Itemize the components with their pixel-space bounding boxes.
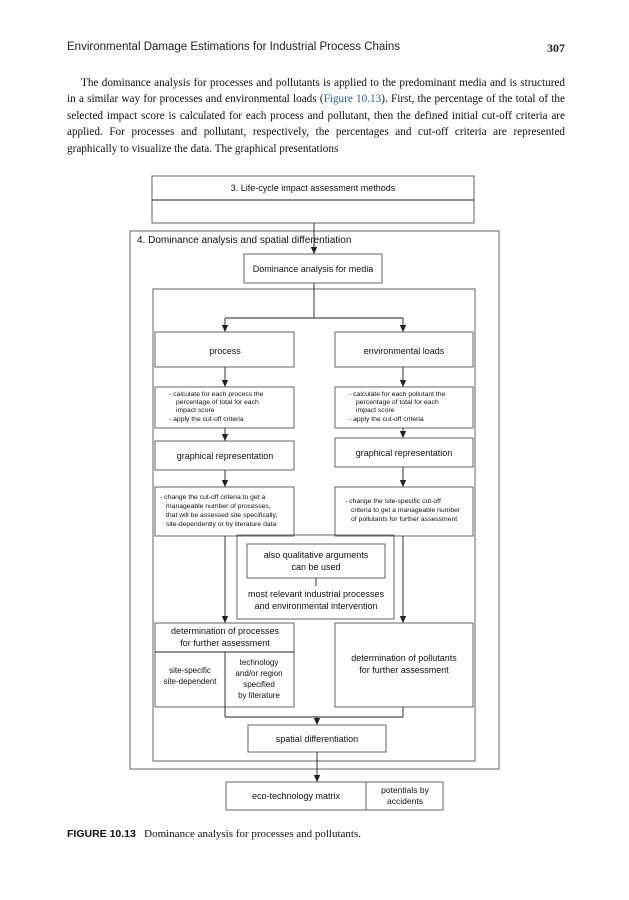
qualitative-line-2: can be used bbox=[291, 562, 340, 572]
det-pollutants-line-2: for further assessment bbox=[359, 665, 449, 675]
technology-line-3: specified bbox=[243, 680, 275, 689]
qualitative-line-1: also qualitative arguments bbox=[264, 550, 369, 560]
change-left-line-2: manageable number of processes, bbox=[166, 503, 271, 510]
page-header: Environmental Damage Estimations for Ind… bbox=[67, 41, 565, 57]
figure-label: FIGURE 10.13 bbox=[67, 828, 136, 840]
dominance-media-box bbox=[243, 253, 383, 284]
pollutant-calc-line-3: impact score bbox=[356, 407, 395, 414]
process-label: process bbox=[209, 346, 241, 356]
change-right-box bbox=[334, 486, 474, 537]
change-left-line-3: that will be assessed site specifically, bbox=[166, 512, 277, 519]
env-loads-label: environmental loads bbox=[364, 346, 445, 356]
potentials-box bbox=[365, 781, 444, 811]
pollutant-calc-line-2: percentage of total for each bbox=[356, 399, 439, 406]
eco-matrix-box bbox=[225, 781, 367, 811]
change-right-line-1: - change the site-specific cut-off bbox=[345, 498, 441, 505]
process-calc-line-4: - apply the cut-off criteria bbox=[169, 416, 244, 423]
change-left-line-4: site-dependently or by literature data bbox=[166, 521, 277, 528]
change-right-line-3: of pollutants for further assessment bbox=[351, 516, 457, 523]
figure-reference-link[interactable]: Figure 10.13 bbox=[323, 93, 382, 106]
det-processes-line-2: for further assessment bbox=[180, 638, 270, 648]
process-calc-box bbox=[154, 386, 295, 429]
dominance-media-label: Dominance analysis for media bbox=[253, 264, 374, 274]
graphical-right-label: graphical representation bbox=[356, 448, 453, 458]
dominance-analysis-title: 4. Dominance analysis and spatial differ… bbox=[137, 235, 351, 246]
figure-caption: FIGURE 10.13 Dominance analysis for proc… bbox=[67, 828, 565, 840]
pollutant-calc-line-1: - calculate for each pollutant the bbox=[349, 391, 446, 398]
potentials-line-1: potentials by bbox=[381, 785, 429, 795]
spatial-diff-label: spatial differentiation bbox=[276, 734, 358, 744]
body-text-part1: The dominance analysis for processes and… bbox=[67, 77, 565, 106]
lcia-title: 3. Life-cycle impact assessment methods bbox=[231, 183, 396, 193]
qualitative-args-box bbox=[246, 543, 386, 579]
graphical-right-box bbox=[334, 437, 474, 468]
det-pollutants-box bbox=[334, 622, 474, 708]
eco-matrix-label: eco-technology matrix bbox=[252, 791, 341, 801]
potentials-line-2: accidents bbox=[387, 796, 423, 806]
figure-caption-text: Dominance analysis for processes and pol… bbox=[144, 828, 362, 840]
det-pollutants-line-1: determination of pollutants bbox=[351, 653, 457, 663]
most-relevant-line-1: most relevant industrial processes bbox=[248, 589, 385, 599]
pollutant-calc-line-4: - apply the cut-off criteria bbox=[349, 416, 424, 423]
det-processes-line-1: determination of processes bbox=[171, 626, 280, 636]
change-left-box bbox=[154, 486, 295, 537]
most-relevant-line-2: and environmental intervention bbox=[254, 601, 377, 611]
change-left-line-1: - change the cut-off criteria to get a bbox=[160, 494, 266, 501]
process-calc-line-2: percentage of total for each bbox=[176, 399, 259, 406]
pollutant-calc-box bbox=[334, 386, 474, 429]
page-number: 307 bbox=[547, 41, 565, 55]
body-text-part2: ). First, the percentage of the total of… bbox=[67, 93, 565, 155]
change-right-line-2: criteria to get a manageable number bbox=[351, 507, 461, 514]
body-paragraph: The dominance analysis for processes and… bbox=[67, 75, 565, 157]
running-title: Environmental Damage Estimations for Ind… bbox=[67, 41, 401, 53]
graphical-left-box bbox=[154, 440, 295, 471]
site-specific-line-2: site-dependent bbox=[164, 677, 218, 686]
process-calc-line-3: impact score bbox=[176, 407, 215, 414]
det-processes-box bbox=[154, 622, 295, 708]
graphical-left-label: graphical representation bbox=[177, 451, 274, 461]
process-calc-line-1: - calculate for each process the bbox=[169, 391, 264, 398]
dominance-analysis-frame bbox=[129, 230, 500, 770]
technology-line-1: technology bbox=[240, 658, 279, 667]
env-loads-box bbox=[334, 331, 474, 368]
site-specific-line-1: site-specific bbox=[169, 666, 211, 675]
technology-line-2: and/or region bbox=[235, 669, 282, 678]
process-box bbox=[154, 331, 295, 368]
lcia-methods-box bbox=[151, 175, 475, 224]
technology-line-4: by literature bbox=[238, 691, 280, 700]
most-relevant-frame bbox=[236, 534, 395, 620]
